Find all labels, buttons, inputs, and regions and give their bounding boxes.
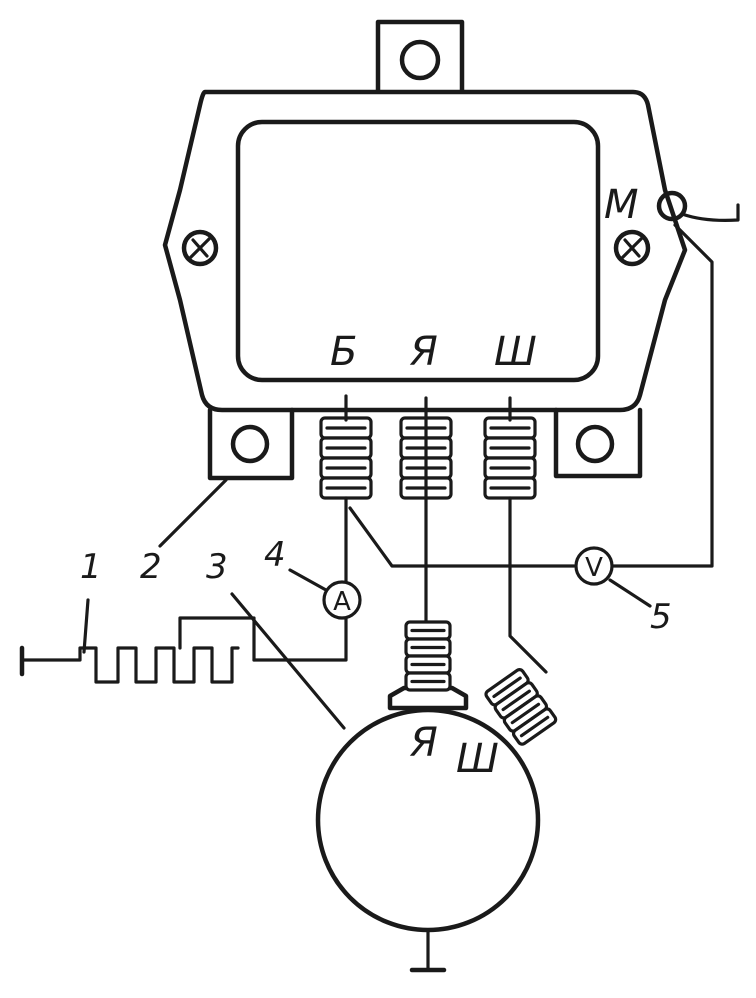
wires <box>252 394 576 674</box>
terminal-label-battery: Б <box>330 329 357 375</box>
ground-terminal <box>610 190 740 568</box>
terminal-stud-battery <box>319 416 373 500</box>
nut-thread-line <box>519 715 550 738</box>
nut-thread-line <box>492 676 522 699</box>
terminal-stud-field <box>483 416 537 500</box>
callout-leaders <box>158 478 652 730</box>
terminal-label-armature: Я <box>409 329 438 375</box>
callout-3: 3 <box>206 547 228 587</box>
left-mounting-bracket <box>207 407 295 481</box>
terminal-label-field: Ш <box>494 329 537 375</box>
voltmeter-label: V <box>585 553 603 583</box>
generator <box>315 620 558 973</box>
nut-thread-line <box>510 702 541 725</box>
generator-label-armature: Я <box>409 720 438 766</box>
nut-thread-line <box>501 689 531 712</box>
callout-2: 2 <box>140 547 162 587</box>
left-housing-screw-icon <box>181 229 219 267</box>
callout-4: 4 <box>264 535 286 575</box>
generator-label-field: Ш <box>456 736 499 782</box>
right-mounting-bracket <box>553 407 643 479</box>
rheostat <box>19 598 256 684</box>
top-mounting-tab <box>375 19 465 93</box>
terminal-stud-armature <box>399 416 453 500</box>
regulator-housing <box>162 89 688 413</box>
callout-5: 5 <box>650 597 672 637</box>
right-housing-screw-icon <box>613 229 651 267</box>
terminal-label-ground: М <box>604 182 639 228</box>
ammeter-icon: A <box>322 580 362 620</box>
callout-1: 1 <box>80 547 102 587</box>
voltmeter-icon: V <box>574 546 614 586</box>
ammeter-label: A <box>333 587 351 617</box>
